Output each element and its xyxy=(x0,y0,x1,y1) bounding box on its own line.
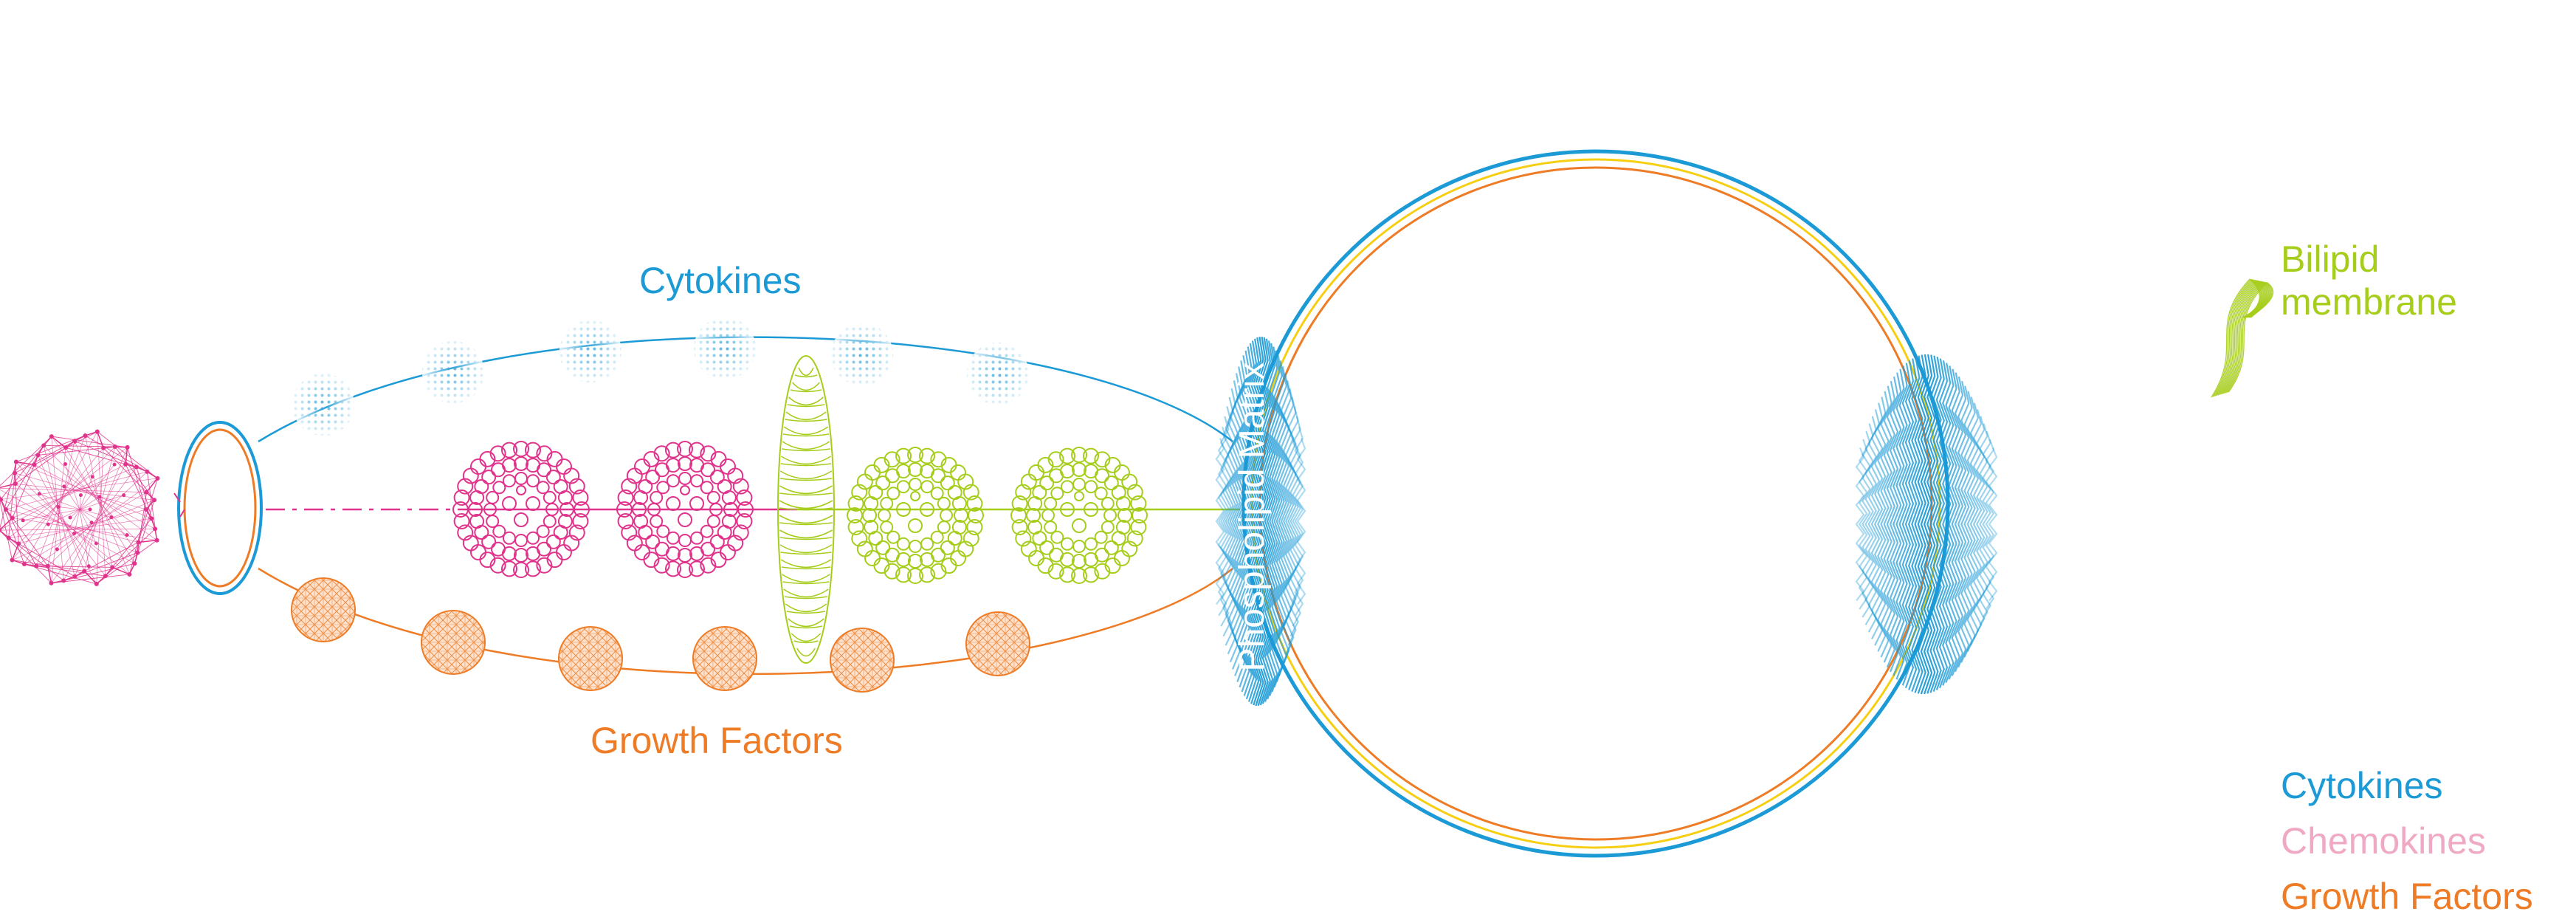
chemokine-clusters xyxy=(453,442,1147,583)
bilipid-membrane-label: Bilipid membrane xyxy=(2281,238,2457,323)
small-vesicle-ring xyxy=(174,422,261,594)
phospholipid-matrix-label: Phospholipid Matrix xyxy=(1233,363,1272,672)
bilipid-label-line2: membrane xyxy=(2281,281,2457,323)
membrane-wave-field-right xyxy=(1856,354,1997,694)
bilipid-membrane-icon xyxy=(2211,279,2273,397)
cytokine-particles xyxy=(292,317,1029,436)
legend-item-chemokines: Chemokines xyxy=(2281,820,2486,862)
cytokines-arc-label: Cytokines xyxy=(639,260,802,301)
growth-factors-arc-label: Growth Factors xyxy=(590,720,843,761)
bilipid-label-line1: Bilipid xyxy=(2281,238,2457,281)
growth-factor-particles xyxy=(292,578,1030,692)
vesicle-outline xyxy=(258,337,1240,674)
legend-item-growth-factors: Growth Factors xyxy=(2281,876,2533,917)
particle-cluster xyxy=(847,447,983,583)
legend-item-cytokines: Cytokines xyxy=(2281,765,2443,806)
immune-cell-icon xyxy=(0,430,159,586)
cell-membrane-rings xyxy=(1244,151,1948,856)
particle-cluster xyxy=(1011,447,1147,583)
